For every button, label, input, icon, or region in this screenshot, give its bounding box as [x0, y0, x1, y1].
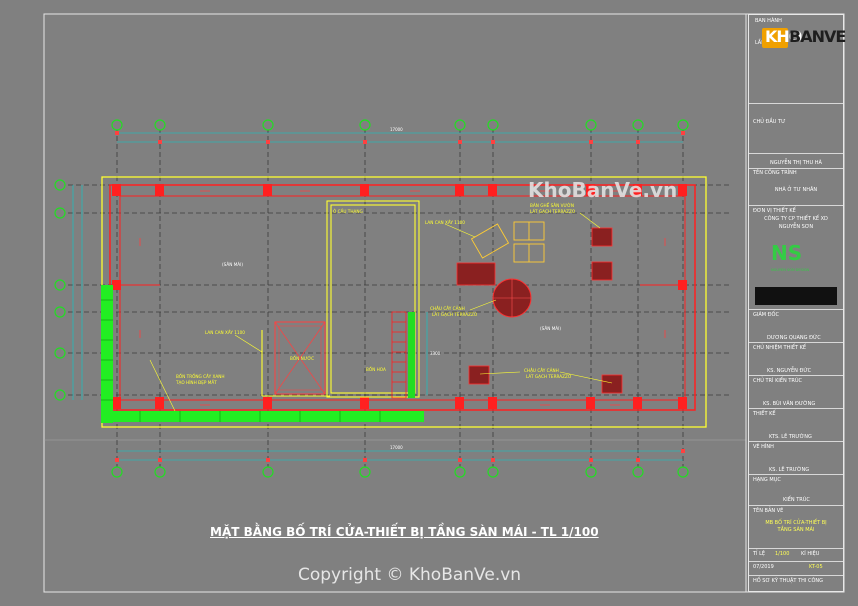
- tb-owner: NGUYỄN THỊ THU HÀ: [770, 160, 822, 166]
- watermark-site-1: KhoBanVe.vn: [528, 178, 678, 202]
- tb-chu-dau-tu: CHỦ ĐẦU TƯ: [753, 119, 786, 125]
- logo-k-text: KHO: [765, 27, 802, 46]
- dim-top-total: 17000: [390, 127, 403, 132]
- dimension-lines: [72, 132, 683, 461]
- label-lan-can: LAN CAN XÂY 1100: [425, 220, 465, 225]
- tb-sheet-title-2: TẦNG SÀN MÁI: [777, 527, 815, 533]
- tb-project: NHÀ Ở TƯ NHÂN: [774, 187, 818, 193]
- khobanve-logo: KHO BANVE: [762, 18, 846, 48]
- company-logo: NS: [771, 241, 803, 265]
- label-lan-can-2: LAN CAN XÂY 1100: [205, 330, 245, 335]
- tb-sheet-title-1: MB BỐ TRÍ CỬA-THIẾT BỊ: [765, 520, 827, 526]
- label-pot-1: CHẬU CÂY CẢNH: [430, 306, 465, 311]
- green-planter: [101, 285, 424, 423]
- tb-director: DƯƠNG QUANG ĐỨC: [767, 335, 821, 341]
- tb-category: KIẾN TRÚC: [783, 497, 810, 503]
- dim-stair: 3300: [430, 351, 441, 356]
- stair-core: [261, 200, 420, 398]
- tb-divider: [749, 505, 843, 506]
- tb-company-2: NGUYỄN SƠN: [778, 224, 814, 230]
- dimension-ticks: [115, 131, 685, 462]
- grid-axes-horizontal: [60, 184, 730, 396]
- drawing-title: MẶT BẰNG BỐ TRÍ CỬA-THIẾT BỊ TẦNG SÀN MÁ…: [210, 525, 599, 539]
- title-block: BAN HÀNH LẦN CHỦ ĐẦU TƯ NGUYỄN THỊ THU H…: [748, 14, 844, 592]
- tb-chief: KS. NGUYỄN ĐỨC: [767, 368, 812, 374]
- label-tank: BỒN NƯỚC: [290, 356, 314, 361]
- dim-bottom-total: 17000: [390, 445, 403, 450]
- tb-giam-doc: GIÁM ĐỐC: [753, 312, 779, 318]
- tb-company-1: CÔNG TY CP THIẾT KẾ XD: [764, 216, 828, 222]
- tb-hang-muc: HẠNG MỤC: [753, 477, 781, 483]
- tb-divider: [749, 375, 843, 376]
- tb-chu-nhiem: CHỦ NHIỆM THIẾT KẾ: [753, 345, 807, 351]
- axis-bubbles-left: [54, 179, 66, 401]
- tb-divider: [749, 408, 843, 409]
- water-tank: [274, 321, 326, 395]
- tb-divider: [749, 441, 843, 442]
- tb-divider: [749, 575, 843, 576]
- tb-ban-hanh: BAN HÀNH: [755, 18, 782, 24]
- plan-annotations: Ô CẦU THANG LAN CAN XÂY 1100 BÀN GHẾ SÂN…: [175, 202, 576, 385]
- garden-table-set: [470, 221, 545, 263]
- label-pot-2: LÁT GẠCH TERRAZZO: [432, 312, 478, 317]
- tb-divider: [749, 103, 843, 104]
- round-table: [492, 278, 532, 318]
- tb-divider: [749, 561, 843, 562]
- label-pot-3: CHẬU CÂY CẢNH: [524, 368, 559, 373]
- tb-thiet-ke: THIẾT KẾ: [753, 411, 776, 417]
- watermark-copyright: Copyright © KhoBanVe.vn: [298, 565, 522, 585]
- tb-ve: VẼ HÌNH: [753, 444, 774, 450]
- logo-rest-text: BANVE: [789, 27, 846, 46]
- tb-divider: [749, 474, 843, 475]
- tb-chu-tri: CHỦ TRÌ KIẾN TRÚC: [753, 378, 803, 384]
- tb-ti-le: TỈ LỆ: [753, 551, 766, 557]
- label-tree-2: TẠO HÌNH ĐẸP MẮT: [175, 380, 217, 385]
- label-stair: Ô CẦU THANG: [333, 209, 363, 214]
- tb-divider: [749, 342, 843, 343]
- tb-stage: HỒ SƠ KỸ THUẬT THI CÔNG: [753, 578, 823, 584]
- dimension-texts: 17000 17000 3300: [390, 127, 441, 450]
- sheet-border: [43, 13, 845, 593]
- tb-scale: 1/100: [775, 551, 790, 557]
- company-logo-sub: NGUYEN SON DESIGN: [771, 268, 810, 272]
- tb-sheet-no: KT-05: [809, 564, 823, 570]
- stair-treads: [391, 311, 407, 399]
- label-pot-4: LÁT GẠCH TERRAZZO: [526, 374, 572, 379]
- room-left: (SÂN MÁI): [222, 262, 243, 267]
- tb-ki-hieu: KÍ HIỆU: [801, 551, 820, 557]
- tb-divider: [749, 153, 843, 154]
- room-right: (SÂN MÁI): [540, 326, 561, 331]
- label-tree-1: BỒN TRỒNG CÂY XANH: [176, 374, 224, 379]
- tb-date: 07/2019: [753, 564, 774, 570]
- tb-divider: [749, 309, 843, 310]
- redacted-block: [755, 287, 837, 305]
- tb-don-vi: ĐƠN VỊ THIẾT KẾ: [753, 208, 796, 214]
- label-bench-1: BÀN GHẾ SÂN VƯỜN: [530, 202, 574, 208]
- axis-bubbles-bottom: [111, 466, 689, 478]
- stair-planter: [408, 312, 415, 398]
- plant-pots: [456, 227, 623, 394]
- label-canopy: BỒN HOA: [366, 367, 386, 372]
- logo-box: [762, 28, 788, 48]
- tb-divider: [749, 205, 843, 206]
- axis-bubbles-top: [111, 119, 689, 131]
- tb-divider: [749, 548, 843, 549]
- tb-drafter: KS. LÊ TRƯỜNG: [769, 467, 810, 473]
- leader-lines: [149, 212, 613, 412]
- tb-ten-ban-ve: TÊN BẢN VẼ: [753, 508, 784, 514]
- wall-markers: [139, 190, 666, 406]
- planter-hatch: [101, 299, 381, 422]
- tb-lead: KS. BÙI VĂN ĐƯỜNG: [763, 401, 816, 407]
- tb-designer: KTS. LÊ TRƯỜNG: [769, 434, 812, 440]
- tb-lan: LẦN: [755, 40, 765, 46]
- wall-inner: [119, 195, 686, 401]
- room-labels: (SÂN MÁI) (SÂN MÁI): [222, 262, 561, 331]
- tb-ten-cong-trinh: TÊN CÔNG TRÌNH: [753, 170, 797, 176]
- tb-divider: [749, 168, 843, 169]
- label-bench-2: LÁT GẠCH TERRAZZO: [530, 209, 576, 214]
- interior-walls: [119, 215, 685, 400]
